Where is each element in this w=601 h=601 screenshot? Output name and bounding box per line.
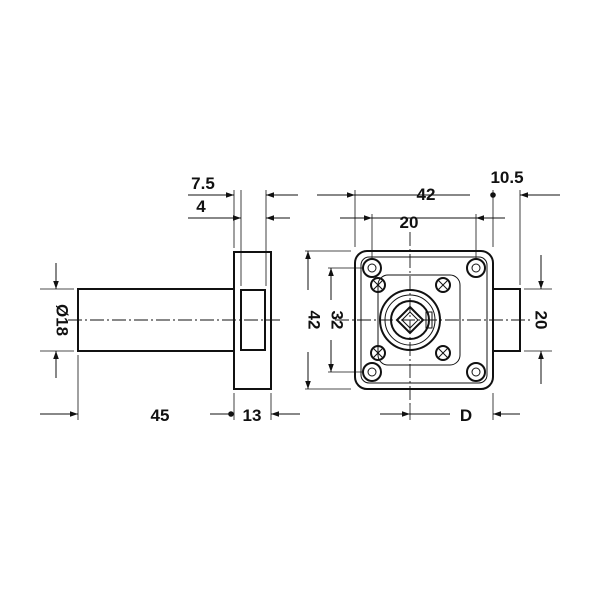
front-view-extension-lines (305, 190, 552, 420)
dimension-42-top: 42 (317, 185, 496, 204)
dim-label-4: 4 (196, 197, 206, 216)
dim-label-42-side: 42 (305, 311, 324, 330)
dimension-7-5: 7.5 (188, 174, 298, 198)
dim-label-32: 32 (328, 311, 347, 330)
dim-label-7-5: 7.5 (191, 174, 215, 193)
dimension-20-top: 20 (340, 213, 505, 232)
dim-label-20-top: 20 (400, 213, 419, 232)
side-view (68, 251, 282, 390)
cross-screws (370, 277, 451, 361)
dimension-diameter-18: Ø18 (53, 263, 72, 378)
flange-slot (240, 289, 266, 351)
dim-label-13: 13 (243, 406, 262, 425)
dim-label-10-5: 10.5 (490, 168, 523, 187)
dimension-20-side: 20 (532, 255, 551, 384)
dim-label-diameter-18: Ø18 (53, 304, 72, 336)
front-view (335, 232, 530, 405)
side-view-extension-lines (40, 190, 272, 420)
cylinder-plate (377, 274, 461, 366)
dimension-42-side: 42 (305, 251, 324, 389)
dimension-45: 45 (40, 406, 234, 425)
dimension-4: 4 (188, 197, 290, 221)
dimension-10-5: 10.5 (490, 168, 560, 198)
dimension-13: 13 (228, 406, 300, 425)
dim-label-45: 45 (151, 406, 170, 425)
flange (233, 251, 272, 390)
dim-label-D: D (460, 406, 472, 425)
dimension-D: D (380, 406, 520, 425)
dimension-32: 32 (328, 268, 347, 372)
dim-label-20-side: 20 (532, 311, 551, 330)
dim-label-42-top: 42 (417, 185, 436, 204)
